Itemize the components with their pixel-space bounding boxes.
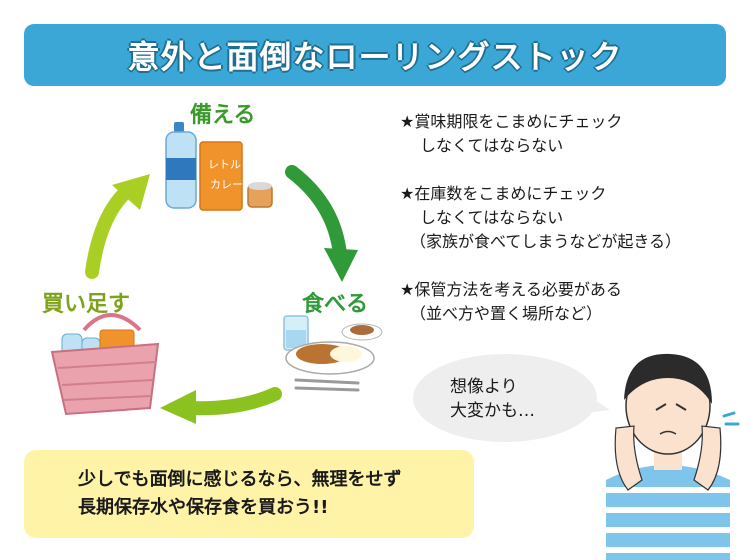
- speech-line-1: 想像より: [450, 377, 518, 397]
- worried-person-illustration: [606, 353, 740, 560]
- retort-box-label-2: カレー: [210, 178, 243, 191]
- cycle-label-stock: 備える: [190, 103, 256, 128]
- shopping-basket-illustration: [50, 313, 160, 416]
- arrow-buy-to-stock: [85, 174, 150, 279]
- advice-line-1: 少しでも面倒に感じるなら、無理をせず: [78, 469, 402, 490]
- notes-list: ★賞味期限をこまめにチェック しなくてはならない ★在庫数をこまめにチェック し…: [400, 110, 740, 350]
- arrow-stock-to-eat: [285, 165, 358, 282]
- speech-line-2: 大変かも…: [450, 401, 535, 421]
- speech-bubble: [413, 354, 610, 442]
- advice-callout-text: 少しでも面倒に感じるなら、無理をせず 長期保存水や保存食を買おう!!: [78, 466, 401, 522]
- cycle-label-eat: 食べる: [302, 292, 369, 317]
- note-inventory: ★在庫数をこまめにチェック しなくてはならない （家族が食べてしまうなどが起きる…: [400, 182, 740, 254]
- note-expiry-detail: しなくてはならない: [420, 136, 564, 155]
- meal-illustration: [283, 315, 383, 392]
- stock-items-illustration: [165, 122, 273, 211]
- note-expiry-title: ★賞味期限をこまめにチェック: [400, 112, 623, 131]
- page-title: 意外と面倒なローリングストック: [127, 38, 623, 76]
- note-inventory-title: ★在庫数をこまめにチェック: [400, 184, 607, 203]
- note-inventory-example: （家族が食べてしまうなどが起きる）: [410, 232, 682, 251]
- note-inventory-detail: しなくてはならない: [420, 208, 564, 227]
- note-storage-title: ★保管方法を考える必要がある: [400, 280, 622, 299]
- note-storage-detail: （並べ方や置く場所など）: [410, 304, 603, 323]
- speech-bubble-text: 想像より 大変かも…: [450, 375, 535, 423]
- arrow-eat-to-buy: [160, 387, 282, 424]
- advice-line-2: 長期保存水や保存食を買おう!!: [78, 497, 329, 518]
- retort-box-label: レトルト: [208, 158, 252, 171]
- title-banner: 意外と面倒なローリングストック: [24, 24, 726, 86]
- note-expiry: ★賞味期限をこまめにチェック しなくてはならない: [400, 110, 740, 158]
- cycle-label-buy: 買い足す: [42, 292, 131, 317]
- note-storage: ★保管方法を考える必要がある （並べ方や置く場所など）: [400, 278, 740, 326]
- advice-callout: [24, 450, 474, 538]
